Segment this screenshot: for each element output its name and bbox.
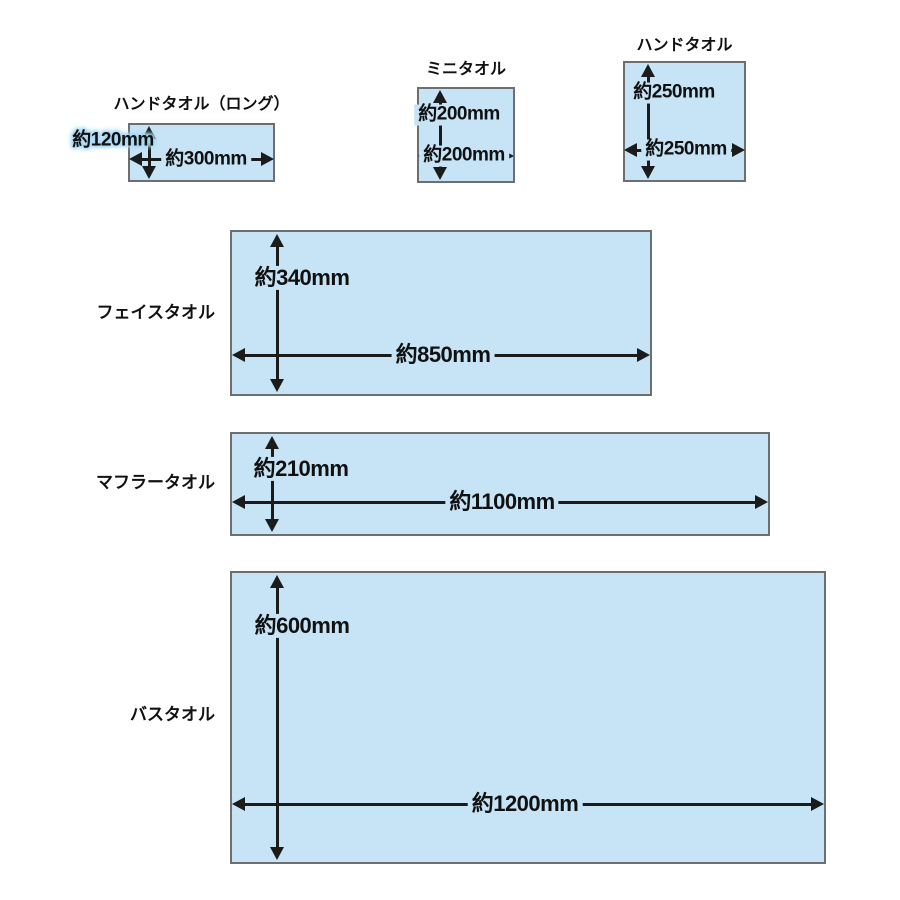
arrow-line	[646, 70, 650, 173]
towel-hand-towel: ハンドタオル 約250mm 約250mm	[623, 37, 746, 182]
width-dimension-label: 約250mm	[641, 139, 731, 161]
towel-title: フェイスタオル	[96, 302, 216, 322]
towel-mini-towel: ミニタオル 約200mm 約200mm	[414, 61, 515, 183]
vertical-dimension-arrow	[270, 234, 284, 392]
arrow-head-right-icon	[637, 348, 650, 362]
height-dimension-label: 約120mm	[72, 129, 154, 151]
height-dimension-label: 約210mm	[249, 456, 353, 482]
arrow-line	[147, 132, 151, 173]
arrow-line	[275, 581, 279, 854]
towel-bath-towel: バスタオル 約600mm 約1200mm	[130, 571, 826, 864]
arrow-line	[275, 240, 279, 386]
width-dimension-label: 約1200mm	[467, 791, 583, 817]
height-dimension-label: 約200mm	[414, 104, 504, 126]
arrow-head-right-icon	[732, 143, 745, 157]
arrow-head-down-icon	[142, 166, 156, 179]
towel-hand-towel-long: ハンドタオル（ロング） 約300mm 約120mm	[72, 96, 290, 182]
towel-rectangle	[230, 432, 770, 536]
arrow-head-down-icon	[270, 379, 284, 392]
arrow-head-down-icon	[270, 847, 284, 860]
towel-face-towel: フェイスタオル 約340mm 約850mm	[97, 230, 652, 396]
height-dimension-label: 約600mm	[250, 613, 354, 639]
vertical-dimension-arrow	[265, 436, 279, 532]
arrow-head-down-icon	[433, 167, 447, 180]
arrow-head-down-icon	[265, 519, 279, 532]
towel-muffler-towel: マフラータオル 約210mm 約1100mm	[96, 432, 770, 536]
vertical-dimension-arrow	[641, 64, 655, 179]
vertical-dimension-arrow	[270, 575, 284, 860]
towel-rectangle	[417, 87, 515, 183]
arrow-head-right-icon	[755, 495, 768, 509]
width-dimension-label: 約200mm	[419, 145, 509, 167]
height-dimension-label: 約250mm	[629, 82, 719, 104]
towel-title: バスタオル	[130, 704, 215, 724]
arrow-line	[438, 96, 442, 174]
arrow-head-right-icon	[811, 797, 824, 811]
height-dimension-label: 約340mm	[250, 265, 354, 291]
towel-title: ハンドタオル（ロング）	[113, 96, 290, 113]
width-dimension-label: 約850mm	[391, 342, 495, 368]
width-dimension-label: 約1100mm	[445, 489, 559, 515]
towel-title: マフラータオル	[96, 472, 215, 492]
arrow-line	[270, 442, 274, 526]
towel-title: ハンドタオル	[636, 37, 733, 54]
vertical-dimension-arrow	[142, 126, 156, 179]
towel-rectangle	[230, 230, 652, 396]
width-dimension-label: 約300mm	[161, 149, 251, 171]
vertical-dimension-arrow	[433, 90, 447, 180]
towel-title: ミニタオル	[425, 61, 507, 78]
towel-rectangle	[623, 61, 746, 182]
arrow-head-right-icon	[261, 152, 274, 166]
arrow-head-down-icon	[641, 166, 655, 179]
